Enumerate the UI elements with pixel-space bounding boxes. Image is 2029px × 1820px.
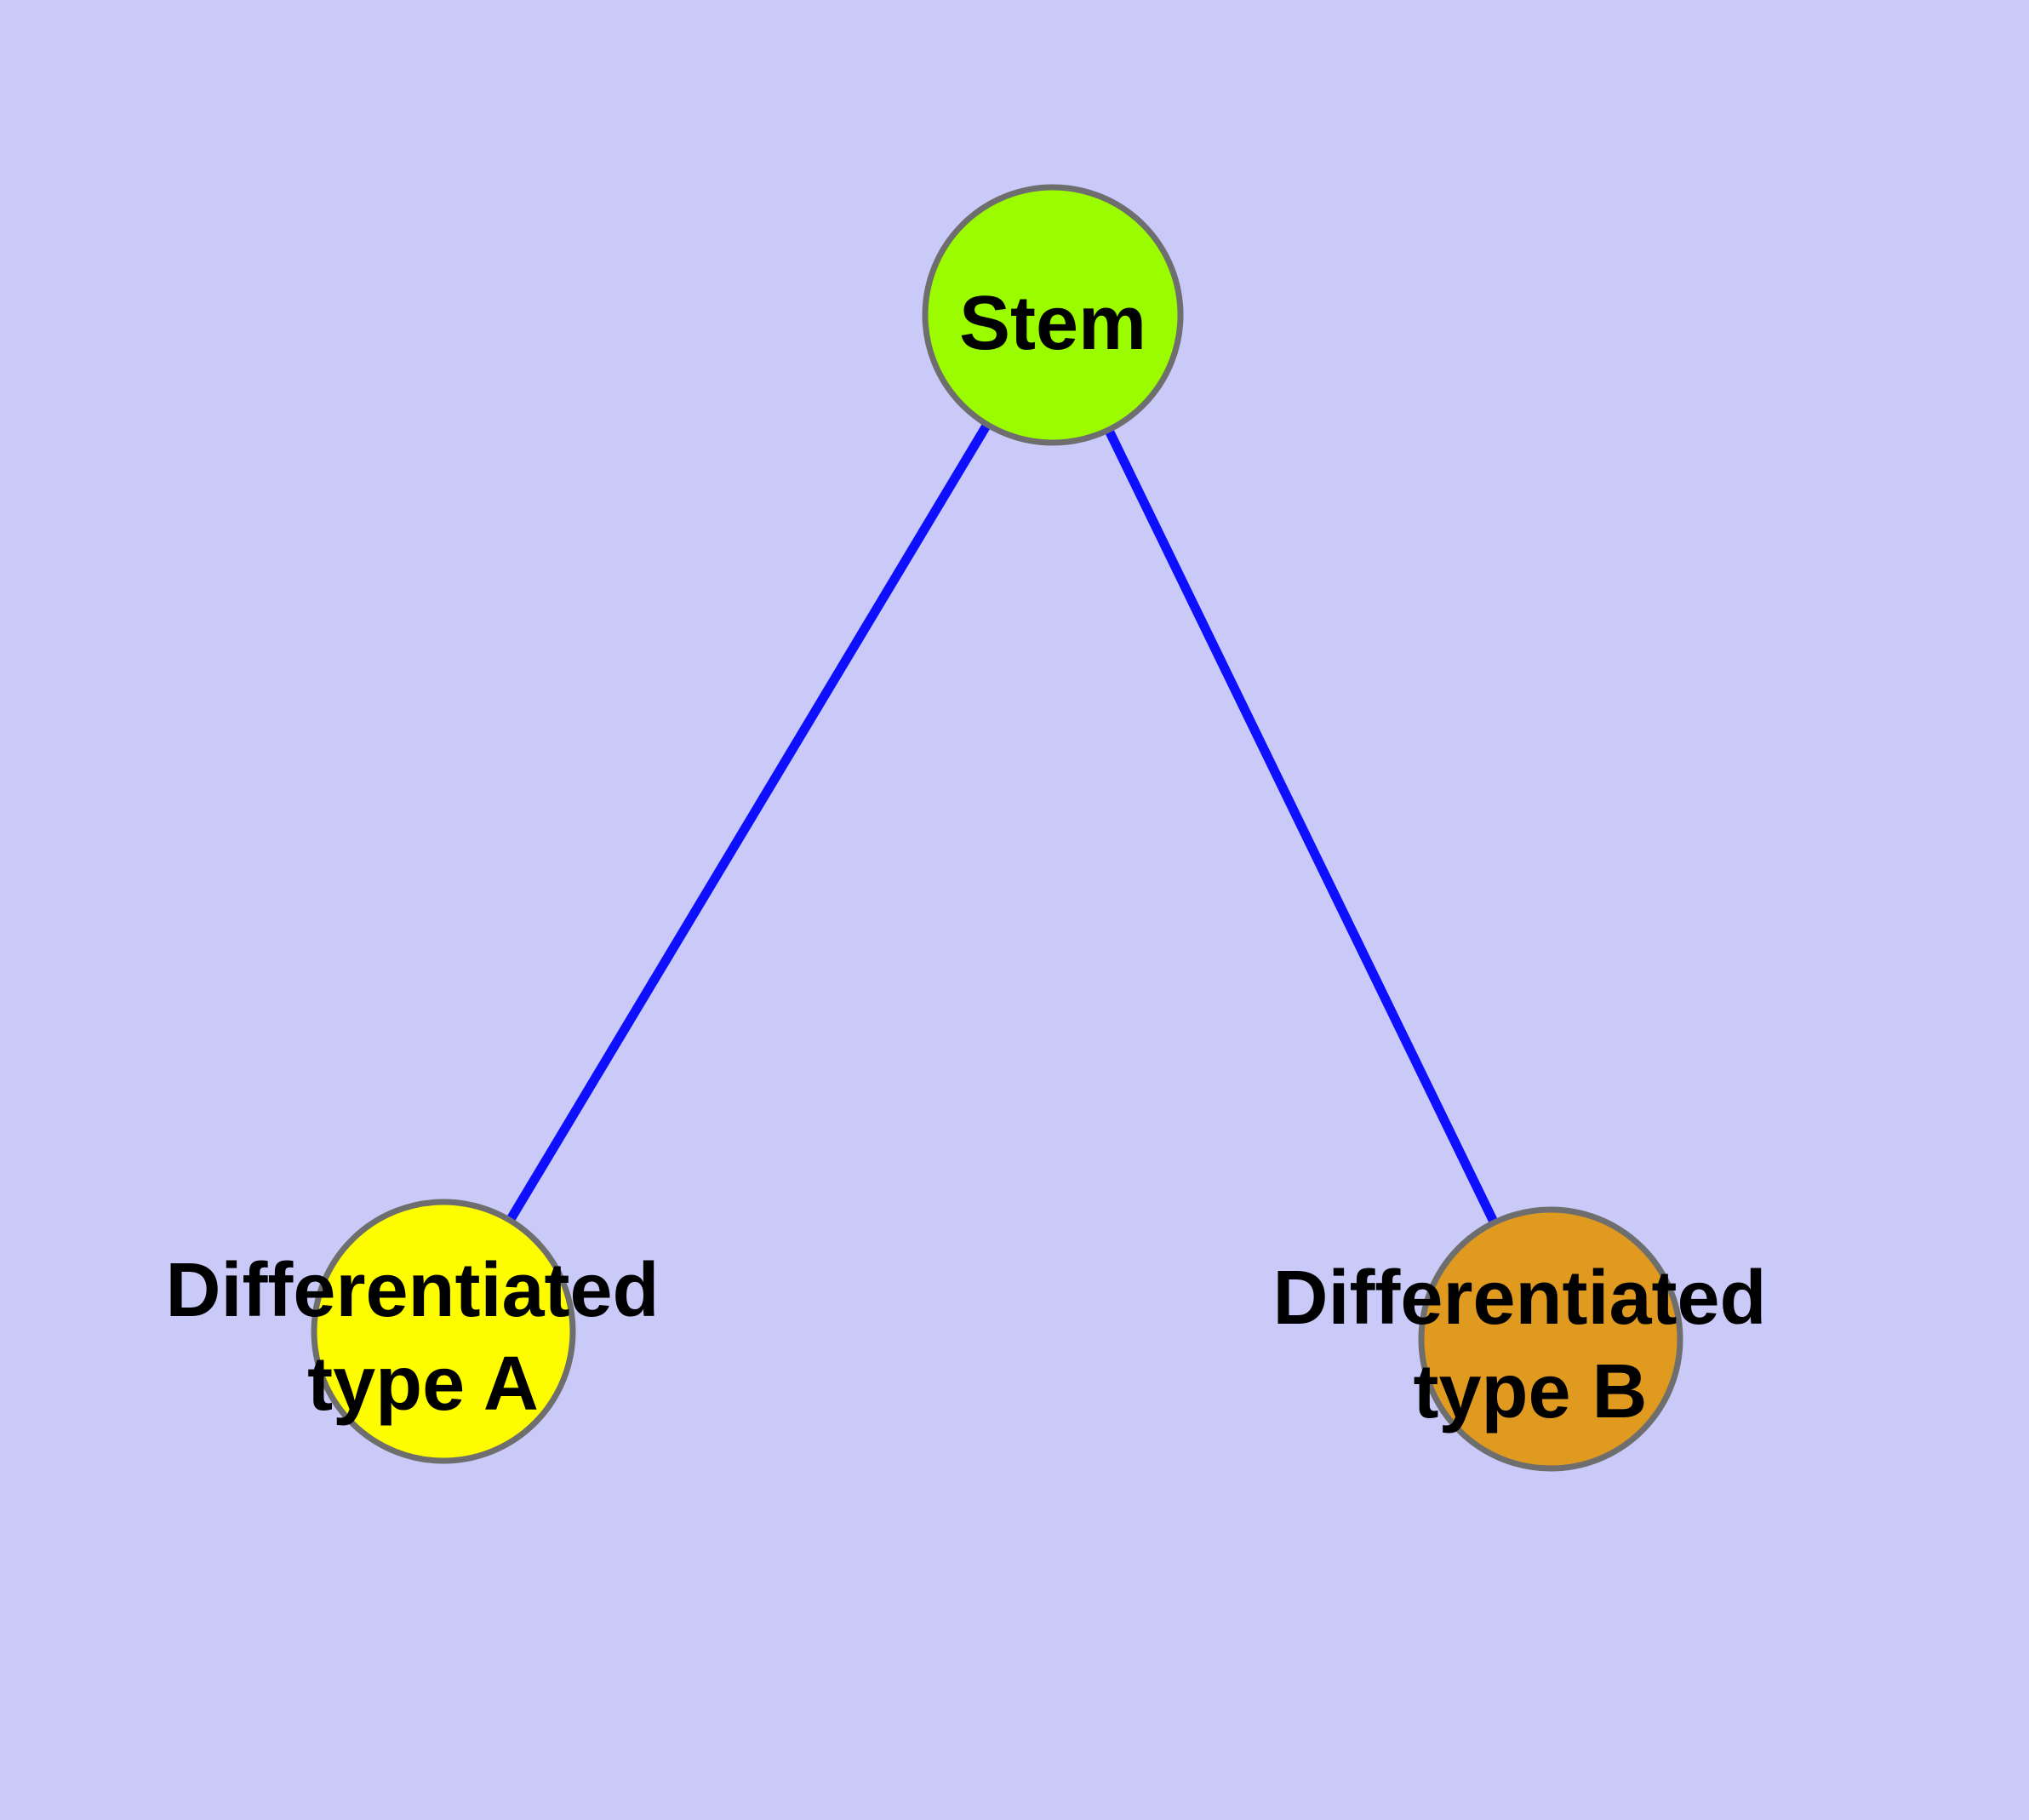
node-stem [922, 184, 1184, 446]
node-differentiated-type-b-label-line2: type B [1413, 1349, 1647, 1434]
node-differentiated-type-a-label-line1: Differentiated [165, 1248, 659, 1333]
node-differentiated-type-b [1418, 1206, 1683, 1472]
node-differentiated-type-a [311, 1199, 576, 1464]
node-differentiated-type-b-label: Differentiated type B [1272, 1256, 1787, 1434]
edge-stem-to-type-b [1049, 312, 1555, 1342]
node-differentiated-type-a-label-line2: type A [307, 1342, 539, 1427]
node-stem-label: Stem [959, 281, 1146, 366]
node-differentiated-type-b-label-line1: Differentiated [1272, 1256, 1766, 1341]
edge-stem-to-type-a [439, 312, 1057, 1334]
node-differentiated-type-a-label: Differentiated type A [165, 1248, 680, 1427]
node-stem-label-line1: Stem [959, 281, 1146, 366]
